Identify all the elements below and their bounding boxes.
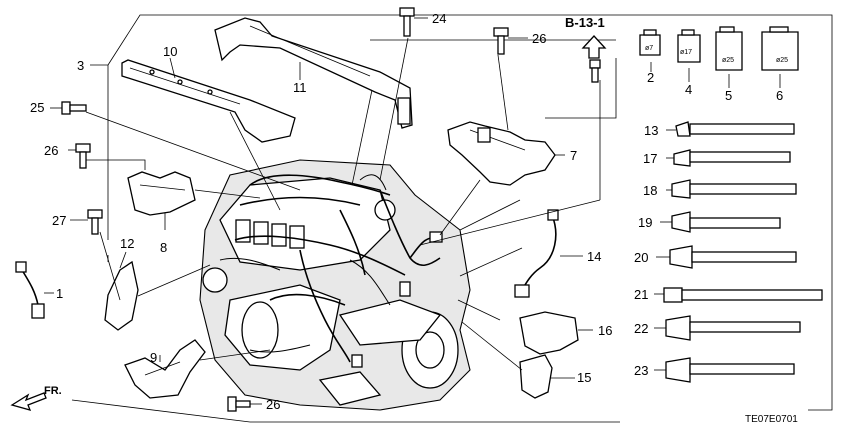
grommet-6-icon — [761, 26, 799, 71]
reference-label: B-13-1 — [565, 15, 605, 30]
clip-icon — [589, 59, 601, 83]
callout-20: 20 — [634, 250, 648, 265]
callout-10: 10 — [163, 44, 177, 59]
engine-assembly — [199, 159, 471, 411]
callout-16: 16 — [598, 323, 612, 338]
callout-19: 19 — [638, 215, 652, 230]
callout-3: 3 — [77, 58, 84, 73]
callout-27: 27 — [52, 213, 66, 228]
part-14-lead — [514, 209, 559, 298]
diagram-code: TE07E0701 — [745, 414, 798, 425]
part-7-bracket — [447, 121, 556, 186]
callout-18: 18 — [643, 183, 657, 198]
tie-17-icon — [673, 149, 791, 167]
wire-harness — [219, 174, 443, 368]
callout-7: 7 — [570, 148, 577, 163]
part-10-harness-cover — [121, 59, 296, 143]
callout-26-top: 26 — [532, 31, 546, 46]
grommet-6-size: ø25 — [776, 57, 788, 64]
callout-4: 4 — [685, 82, 692, 97]
part-8-bracket — [127, 171, 196, 216]
tie-23-icon — [665, 357, 795, 383]
callout-11: 11 — [293, 80, 307, 95]
front-label: FR. — [44, 385, 62, 397]
tie-18-icon — [671, 179, 797, 199]
bolt-27-icon — [87, 209, 103, 235]
bolt-24-icon — [399, 7, 415, 37]
grommet-4-size: ø17 — [680, 49, 692, 56]
leader-lines — [44, 17, 781, 405]
frame-lines — [71, 14, 833, 423]
callout-2: 2 — [647, 70, 654, 85]
callout-15: 15 — [577, 370, 591, 385]
bolt-26-top-icon — [493, 27, 509, 55]
part-15-cover — [519, 354, 553, 399]
tie-13-icon — [675, 121, 795, 137]
tie-20-icon — [669, 245, 797, 269]
grommet-5-icon — [715, 26, 743, 71]
callout-9: 9 — [150, 350, 157, 365]
callout-26-left: 26 — [44, 143, 58, 158]
grommet-size-labels: ø7 ø17 ø25 ø25 — [645, 45, 788, 64]
bolt-26-left-icon — [75, 143, 91, 169]
part-16-cover — [519, 311, 579, 355]
callouts: 3 10 11 24 26 25 26 27 8 12 1 9 26 7 14 … — [30, 11, 783, 412]
grommet-4-icon — [677, 29, 701, 63]
callout-17: 17 — [643, 151, 657, 166]
callout-26-bottom: 26 — [266, 397, 280, 412]
callout-6: 6 — [776, 88, 783, 103]
callout-23: 23 — [634, 363, 648, 378]
front-arrow-icon — [10, 392, 47, 411]
part-9-bracket — [124, 339, 206, 399]
callout-5: 5 — [725, 88, 732, 103]
reference-arrow-icon — [581, 35, 607, 59]
bolt-25-icon — [61, 101, 87, 115]
callout-24: 24 — [432, 11, 446, 26]
part-11-harness-cover — [214, 17, 413, 129]
callout-8: 8 — [160, 240, 167, 255]
callout-1: 1 — [56, 286, 63, 301]
tie-21-icon — [663, 287, 823, 303]
callout-25: 25 — [30, 100, 44, 115]
callout-22: 22 — [634, 321, 648, 336]
grommet-2-size: ø7 — [645, 45, 653, 52]
callout-21: 21 — [634, 287, 648, 302]
bolt-26-bottom-icon — [227, 396, 251, 412]
part-1-sensor-lead — [15, 261, 45, 319]
part-12-cover — [104, 260, 139, 331]
callout-13: 13 — [644, 123, 658, 138]
grommet-5-size: ø25 — [722, 57, 734, 64]
tie-22-icon — [665, 315, 801, 341]
tie-19-icon — [671, 211, 781, 233]
grommet-2-icon — [639, 29, 661, 56]
callout-12: 12 — [120, 236, 134, 251]
callout-14: 14 — [587, 249, 601, 264]
